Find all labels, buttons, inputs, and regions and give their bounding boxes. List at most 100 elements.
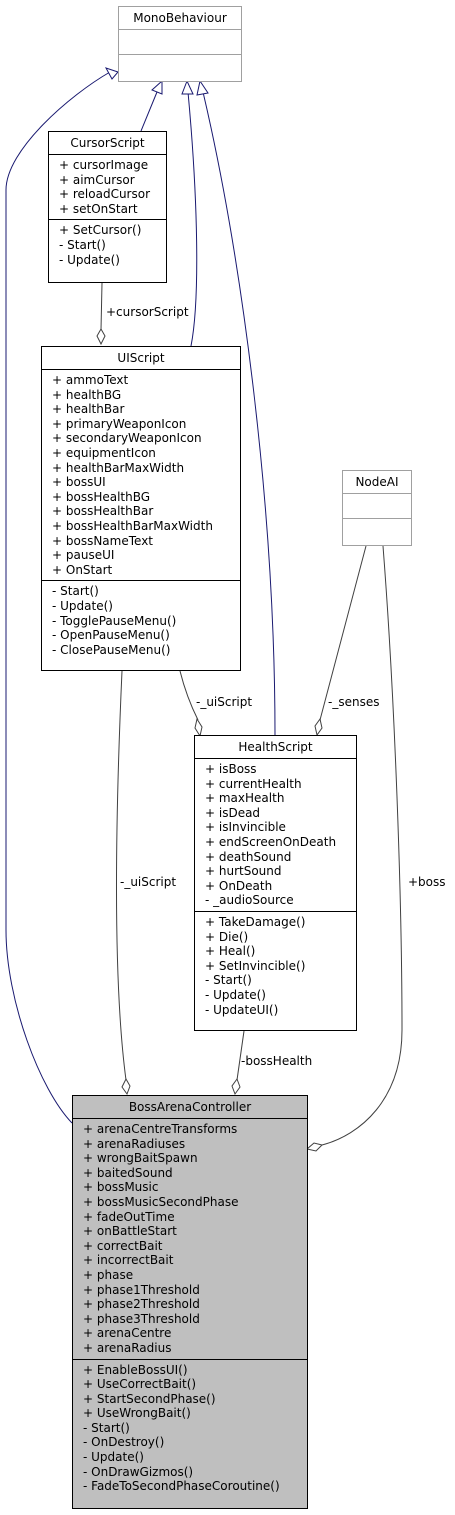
attributes-section [119,30,241,55]
attribute: + bossUI [52,475,106,490]
attribute: + bossHealthBar [52,504,154,519]
attribute: + healthBar [52,402,125,417]
class-name: CursorScript [49,132,166,155]
attribute: + isInvincible [205,820,286,835]
attribute: + reloadCursor [59,187,151,202]
attribute: + incorrectBait [83,1253,174,1268]
method: - Update() [83,1450,144,1465]
attribute: + onBattleStart [83,1224,177,1239]
method: - Update() [205,987,266,1002]
method: - Update() [52,598,113,613]
edge-label-cursorscript: +cursorScript [106,305,189,319]
class-box-monobehaviour[interactable]: MonoBehaviour [118,6,242,82]
attribute: + isBoss [205,762,257,776]
attribute: + healthBarMaxWidth [52,460,185,475]
methods-section: + EnableBossUI() + UseCorrectBait() + St… [73,1360,307,1497]
attribute: - _audioSource [205,893,294,908]
attribute: + phase3Threshold [83,1311,200,1326]
methods-section [119,55,241,80]
attributes-section: + isBoss + currentHealth + maxHealth + i… [195,759,356,912]
attribute: + endScreenOnDeath [205,834,337,849]
attribute: + isDead [205,805,261,820]
methods-section [343,519,411,544]
attribute: + currentHealth [205,776,302,791]
class-box-nodeai[interactable]: NodeAI [342,470,412,546]
inheritance-edge-cursorscript [140,91,158,132]
method: - Start() [52,584,99,599]
association-edge-uiscript-boss [115,670,127,1081]
attributes-section: + arenaCentreTransforms + arenaRadiuses … [73,1119,307,1360]
attribute: + setOnStart [59,201,138,216]
attribute: + deathSound [205,849,292,864]
method: - Update() [59,252,120,267]
association-edge-bosshealth [236,1030,245,1081]
class-box-bossarenacontroller[interactable]: BossArenaController + arenaCentreTransfo… [72,1095,308,1509]
method: - Start() [59,237,106,252]
methods-section: - Start() - Update() - TogglePauseMenu()… [42,581,240,660]
attributes-section [343,494,411,519]
association-diamond [96,327,106,346]
attribute: + fadeOutTime [83,1209,175,1224]
attribute: + bossMusicSecondPhase [83,1194,239,1209]
attribute: + phase [83,1267,134,1282]
association-edge-senses [319,545,367,721]
inheritance-edge-healthscript [202,91,276,736]
attribute: + secondaryWeaponIcon [52,431,202,446]
attribute: + equipmentIcon [52,445,156,460]
edge-label-bosshealth: -bossHealth [241,1054,313,1068]
method: + EnableBossUI() [83,1362,188,1377]
attribute: + ammoText [52,373,129,387]
association-edge-cursorscript [100,282,103,331]
attribute: + pauseUI [52,548,115,563]
attribute: + arenaCentre [83,1326,172,1341]
attribute: + wrongBaitSpawn [83,1151,198,1166]
attribute: + hurtSound [205,864,282,879]
attribute: + arenaRadiuses [83,1136,186,1151]
method: - OnDrawGizmos() [83,1464,194,1479]
attribute: + phase1Threshold [83,1282,200,1297]
attributes-section: + ammoText + healthBG + healthBar + prim… [42,370,240,582]
class-name: NodeAI [343,471,411,494]
class-box-healthscript[interactable]: HealthScript + isBoss + currentHealth + … [194,735,357,1031]
association-diamond [231,1077,241,1096]
inheritance-arrowhead [196,79,209,96]
attribute: + cursorImage [59,158,149,172]
attribute: + baitedSound [83,1165,173,1180]
inheritance-arrowhead [104,67,119,80]
attribute: + arenaRadius [83,1340,172,1355]
attribute: + maxHealth [205,791,285,806]
method: - TogglePauseMenu() [52,613,177,628]
attribute: + bossNameText [52,533,154,548]
inheritance-edge-bossarenacontroller [5,71,111,1124]
attribute: + arenaCentreTransforms [83,1122,238,1136]
attribute: + healthBG [52,387,122,402]
association-edge-boss [321,545,403,1146]
class-box-uiscript[interactable]: UIScript + ammoText + healthBG + healthB… [41,346,241,671]
edge-label-uiscript-health: -_uiScript [196,695,253,709]
method: + UseCorrectBait() [83,1377,197,1392]
method: + StartSecondPhase() [83,1391,216,1406]
inheritance-edge-uiscript [187,91,198,347]
attributes-section: + cursorImage + aimCursor + reloadCursor… [49,155,166,221]
attribute: + phase2Threshold [83,1297,200,1312]
method: + SetCursor() [59,223,142,238]
class-name: UIScript [42,347,240,370]
attribute: + bossHealthBarMaxWidth [52,518,213,533]
class-name: BossArenaController [73,1096,307,1119]
association-edge-uiscript-health [179,670,199,721]
method: - Start() [83,1420,130,1435]
method: + Heal() [205,944,256,959]
class-box-cursorscript[interactable]: CursorScript + cursorImage + aimCursor +… [48,131,167,283]
inheritance-arrowhead [151,79,163,95]
edge-label-senses: -_senses [328,695,380,709]
attribute: + bossHealthBG [52,489,151,504]
method: + TakeDamage() [205,914,306,929]
attribute: + bossMusic [83,1180,159,1195]
class-name: MonoBehaviour [119,7,241,30]
method: - FadeToSecondPhaseCoroutine() [83,1479,280,1494]
method: + UseWrongBait() [83,1406,191,1421]
association-diamond [305,1142,323,1152]
attribute: + primaryWeaponIcon [52,416,187,431]
attribute: + aimCursor [59,172,135,187]
